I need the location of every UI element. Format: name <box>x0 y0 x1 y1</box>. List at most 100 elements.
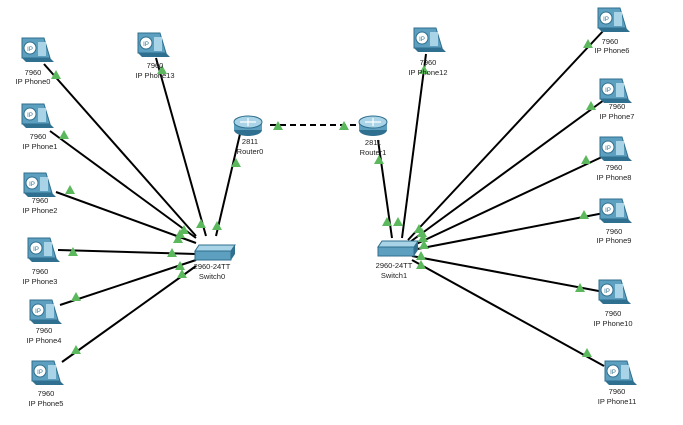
port-light-p1-s0-far <box>59 130 69 139</box>
device-name-label: IP Phone5 <box>29 399 64 408</box>
port-light-p0-s0-far <box>51 70 61 79</box>
device-model-label: 7960 <box>30 132 47 141</box>
port-light-p9-s1-far <box>579 210 589 219</box>
port-light-p5-s0-near <box>177 269 187 278</box>
device-model-label: 7960 <box>25 68 42 77</box>
device-name-label: IP Phone0 <box>16 77 51 86</box>
ip-glyph: IP <box>27 113 33 119</box>
link-p11-s1[interactable] <box>411 259 605 367</box>
device-model-label: 7960 <box>147 61 164 70</box>
link-p12-s1[interactable] <box>401 53 427 239</box>
port-light-p4-s0-near <box>175 261 185 270</box>
device-model-label: 7960 <box>32 267 49 276</box>
port-light-p10-s1-far <box>575 283 585 292</box>
link-r0-s0[interactable] <box>215 133 241 237</box>
link-p3-s0[interactable] <box>57 249 197 255</box>
device-name-label: IP Phone11 <box>598 397 637 406</box>
ip-glyph: IP <box>35 309 41 315</box>
link-p9-s1[interactable] <box>411 212 605 251</box>
link-p7-s1[interactable] <box>409 99 605 243</box>
port-light-p11-s1-far <box>582 348 592 357</box>
device-name-label: IP Phone3 <box>23 277 58 286</box>
link-p5-s0[interactable] <box>61 265 197 363</box>
device-name-label: Router0 <box>237 147 264 156</box>
ip-glyph: IP <box>605 88 611 94</box>
port-light-p7-s1-near <box>417 228 427 237</box>
device-name-label: IP Phone7 <box>600 112 635 121</box>
port-light-p8-s1-near <box>418 233 428 242</box>
link-p0-s0[interactable] <box>43 63 197 237</box>
link-r1-s1[interactable] <box>377 139 393 239</box>
device-name-label: IP Phone2 <box>23 206 58 215</box>
port-light-r0-s0-far <box>231 158 241 167</box>
ip-glyph: IP <box>419 37 425 43</box>
device-model-label: 7960 <box>32 196 49 205</box>
port-light-p2-s0-near <box>173 234 183 243</box>
link-p6-s1[interactable] <box>407 29 605 241</box>
ip-glyph: IP <box>603 17 609 23</box>
link-p4-s0[interactable] <box>59 259 197 306</box>
ip-glyph: IP <box>37 370 43 376</box>
port-light-p7-s1-far <box>586 101 596 110</box>
ip-glyph: IP <box>605 208 611 214</box>
device-name-label: IP Phone13 <box>135 71 174 80</box>
device-model-label: 7960 <box>609 102 626 111</box>
ports-layer <box>51 39 596 357</box>
device-model-label: 2960-24TT <box>376 261 413 270</box>
device-model-label: 7960 <box>420 58 437 67</box>
port-light-p3-s0-far <box>68 247 78 256</box>
device-name-label: Switch0 <box>199 272 225 281</box>
ip-glyph: IP <box>29 182 35 188</box>
port-light-p13-s0-near <box>196 219 206 228</box>
link-p2-s0[interactable] <box>55 191 197 244</box>
port-light-p11-s1-near <box>416 260 426 269</box>
device-model-label: 7960 <box>605 309 622 318</box>
ip-glyph: IP <box>610 370 616 376</box>
port-light-p9-s1-near <box>419 240 429 249</box>
device-name-label: Switch1 <box>381 271 407 280</box>
ip-glyph: IP <box>604 289 610 295</box>
device-name-label: IP Phone12 <box>408 68 447 77</box>
device-model-label: 7960 <box>602 37 619 46</box>
port-light-p6-s1-far <box>583 39 593 48</box>
port-light-r0-r1-far <box>339 121 349 130</box>
device-model-label: 7960 <box>606 227 623 236</box>
device-model-label: 7960 <box>606 163 623 172</box>
device-name-label: Router1 <box>360 148 387 157</box>
device-name-label: IP Phone1 <box>23 142 58 151</box>
port-light-p3-s0-near <box>167 248 177 257</box>
link-p1-s0[interactable] <box>49 130 197 239</box>
port-light-r1-s1-far <box>374 155 384 164</box>
link-p8-s1[interactable] <box>411 155 605 247</box>
port-light-p10-s1-near <box>416 251 426 260</box>
device-model-label: 2811 <box>365 138 381 147</box>
port-light-p2-s0-far <box>65 185 75 194</box>
port-light-p12-s1-near <box>393 217 403 226</box>
link-p10-s1[interactable] <box>411 255 605 293</box>
port-light-p8-s1-far <box>581 155 591 164</box>
device-name-label: IP Phone8 <box>597 173 632 182</box>
link-p13-s0[interactable] <box>155 57 207 237</box>
ip-glyph: IP <box>143 42 149 48</box>
port-light-p5-s0-far <box>71 345 81 354</box>
